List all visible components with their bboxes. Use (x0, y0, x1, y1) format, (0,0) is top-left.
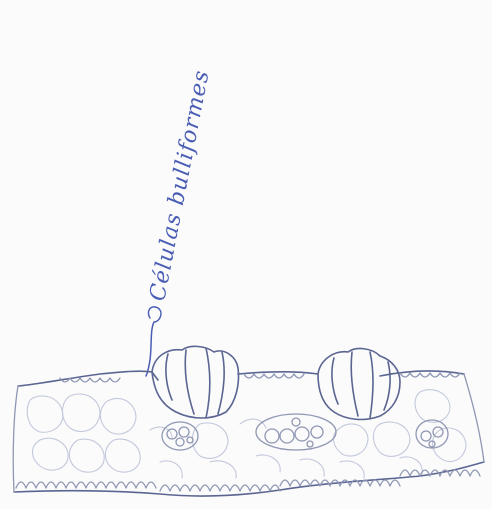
section-left-edge (13, 386, 18, 492)
label-cellulas-bulliformes: Células bulliformes (145, 68, 214, 303)
lower-epidermis (14, 462, 484, 496)
lower-epidermal-cells (16, 470, 480, 491)
bulliform-cells-group-2 (318, 349, 400, 420)
upper-epidermis (18, 371, 464, 386)
bulliform-cells-group-1 (152, 346, 239, 418)
section-right-edge (464, 374, 484, 462)
mesophyll-cells (27, 390, 466, 478)
vascular-bundle-2 (256, 414, 336, 450)
annotation-label: Células bulliformes (145, 68, 214, 303)
